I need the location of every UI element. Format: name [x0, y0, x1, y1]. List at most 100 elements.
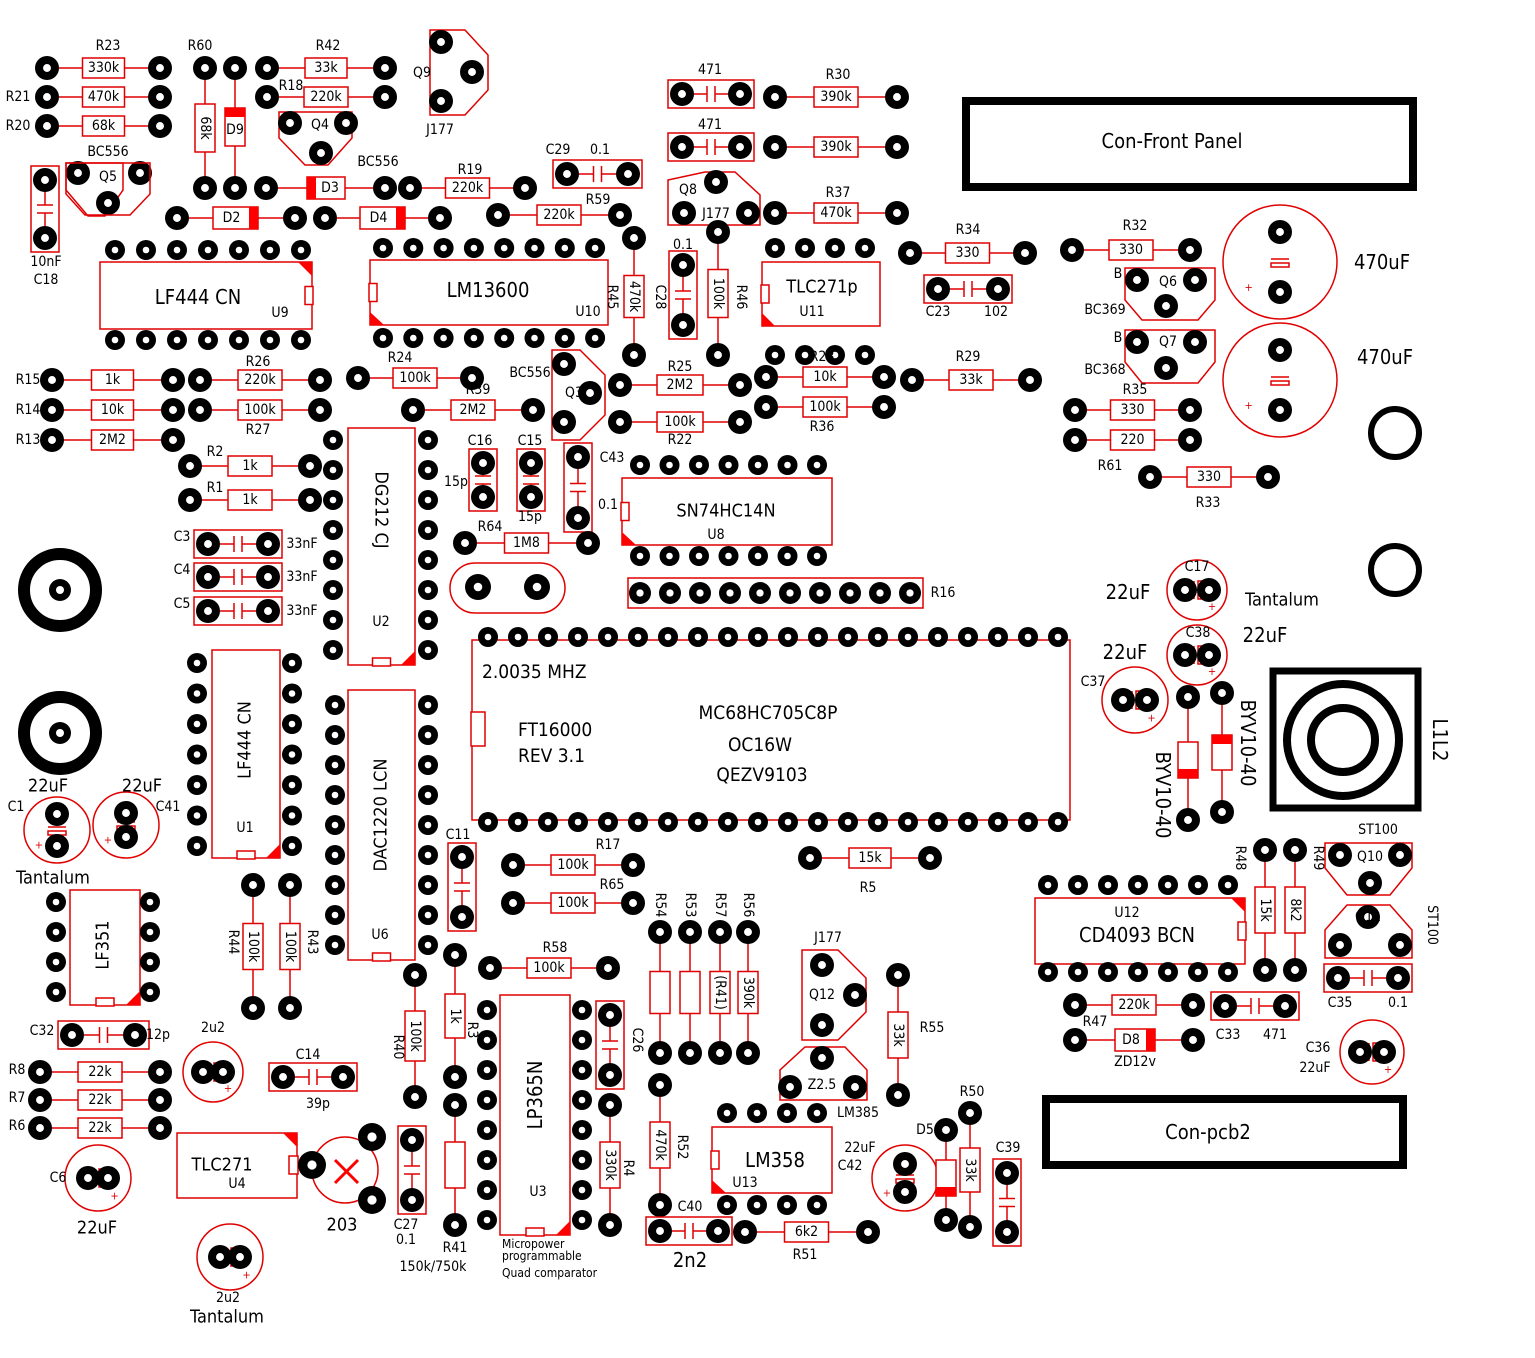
- pad-hole: [339, 1073, 347, 1081]
- ic-ref-U10: U10: [575, 304, 600, 320]
- plus-sign: +: [104, 833, 112, 846]
- pad-hole: [56, 729, 64, 737]
- pad-hole: [1134, 968, 1142, 976]
- ref-R58: R58: [543, 940, 568, 956]
- pad-hole: [193, 659, 201, 667]
- transistor-outline: [1124, 329, 1216, 384]
- pad-hole: [574, 453, 582, 461]
- pad-hole: [716, 1049, 724, 1057]
- transistor-outline: [65, 162, 151, 216]
- pad-hole: [771, 209, 779, 217]
- ref-C6: C6: [50, 1170, 67, 1186]
- pad-hole: [578, 1066, 586, 1074]
- transistor-outline: [801, 949, 867, 1041]
- value-C17: 22uF: [1106, 580, 1151, 604]
- pad-hole: [169, 406, 177, 414]
- pad-hole: [584, 539, 592, 547]
- resistor-value: 1k: [242, 492, 258, 508]
- pad-hole: [288, 720, 296, 728]
- ref-R5: R5: [860, 880, 877, 896]
- resistor-value: 8k2: [1287, 898, 1303, 921]
- value-C14: 39p: [306, 1096, 330, 1112]
- pad-hole: [424, 586, 432, 594]
- pad-hole: [231, 184, 239, 192]
- resistor-value: 470k: [88, 89, 120, 105]
- diode-type-byv-b: BYV10-40: [1236, 700, 1260, 787]
- pad-hole: [1024, 633, 1032, 641]
- pad-hole: [408, 1196, 416, 1204]
- type-D8: ZD12v: [1114, 1054, 1156, 1070]
- pad-hole: [424, 556, 432, 564]
- pad-hole: [1276, 288, 1284, 296]
- pad-hole: [264, 540, 272, 548]
- pad-hole: [606, 1011, 614, 1019]
- ic-notch: [236, 850, 256, 860]
- capacitor-outline: [667, 79, 755, 109]
- pad-hole: [1205, 651, 1213, 659]
- type-Q9: J177: [425, 122, 454, 138]
- pad-hole: [74, 169, 82, 177]
- pad-hole: [483, 1006, 491, 1014]
- resistor-body: [90, 399, 135, 421]
- ref-R6: R6: [9, 1118, 26, 1134]
- pad-hole: [266, 336, 274, 344]
- pad-hole: [483, 1126, 491, 1134]
- pad-hole: [1164, 968, 1172, 976]
- resistor-value: 15k: [858, 850, 882, 866]
- pad-hole: [451, 1073, 459, 1081]
- value-C6: 22uF: [77, 1218, 117, 1239]
- resistor-body: [279, 922, 301, 971]
- pad-hole: [193, 690, 201, 697]
- pad-hole: [966, 1109, 974, 1117]
- resistor-value: 330: [955, 245, 979, 261]
- resistor-value: 100k: [282, 931, 298, 963]
- pad-hole: [122, 809, 130, 817]
- pad-hole: [411, 971, 419, 979]
- ref-R45: R45: [604, 285, 620, 310]
- pad-hole: [1133, 276, 1141, 284]
- capacitor-outline: [30, 165, 60, 253]
- ic-type-U3: LP365N: [523, 1061, 547, 1130]
- pad-hole: [1276, 406, 1284, 414]
- pad-hole: [408, 1136, 416, 1144]
- pad-hole: [424, 911, 432, 919]
- resistor-value: 2M2: [460, 402, 487, 418]
- ref-C35: C35: [1328, 995, 1353, 1011]
- pad-hole: [606, 1101, 614, 1109]
- resistor-value: 220k: [543, 207, 575, 223]
- pad-hole: [329, 466, 337, 474]
- polarity-bar: [1270, 380, 1290, 386]
- pad-hole: [666, 552, 673, 560]
- resistor-value: 100k: [664, 414, 696, 430]
- ic-code-1: OC16W: [728, 734, 792, 756]
- type-Q12: J177: [813, 930, 842, 946]
- ref-R39: R39: [466, 382, 491, 398]
- pad-hole: [235, 246, 243, 254]
- resistor-value: 100k: [557, 895, 589, 911]
- pad-hole: [381, 64, 389, 72]
- pad-hole: [458, 853, 466, 861]
- pad-hole: [1191, 276, 1199, 284]
- pad-hole: [329, 496, 337, 504]
- pad-hole: [451, 951, 459, 959]
- resistor-value: 1k: [447, 1008, 463, 1024]
- pad-hole: [146, 958, 154, 966]
- electrolytic-outline: [182, 1041, 244, 1103]
- pad-hole: [604, 964, 612, 972]
- type-Q3: BC556: [509, 365, 550, 381]
- capacitor-outline: [57, 1020, 150, 1050]
- ref-R33: R33: [1196, 495, 1221, 511]
- pad-hole: [193, 781, 201, 789]
- pad-hole: [1394, 974, 1402, 982]
- ref-C23: C23: [926, 304, 951, 320]
- pad-hole: [306, 462, 314, 470]
- resistor-value: 100k: [407, 1020, 423, 1052]
- pad-hole: [634, 818, 642, 826]
- pad-hole: [771, 351, 779, 359]
- pad-hole: [813, 1201, 821, 1209]
- pad-hole: [216, 1253, 224, 1261]
- pad-hole: [186, 496, 194, 504]
- jack-outer-ring: [18, 548, 102, 632]
- pad-hole: [629, 861, 637, 869]
- pad-hole: [354, 374, 362, 382]
